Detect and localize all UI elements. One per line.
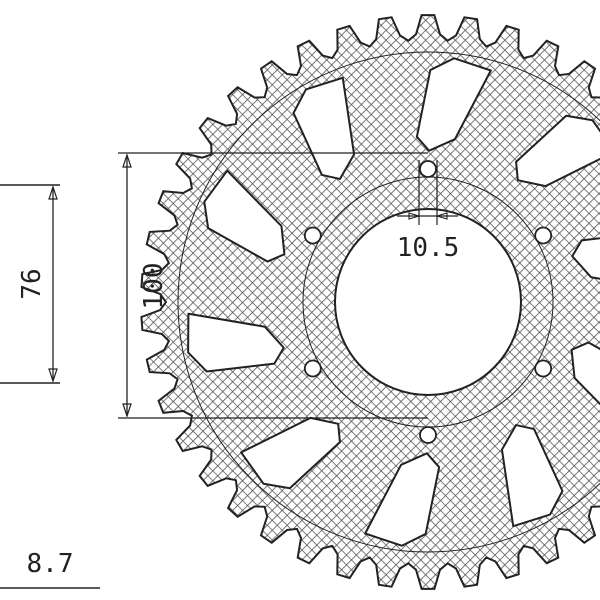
lightening-window	[415, 57, 492, 152]
bolt-hole	[534, 226, 553, 245]
dimension-100-label: 100	[139, 263, 169, 310]
bolt-hole	[534, 359, 553, 378]
bolt-hole	[303, 226, 322, 245]
bolt-hole	[303, 359, 322, 378]
lightening-window	[187, 312, 285, 373]
dimension-10-5-label: 10.5	[397, 233, 460, 263]
lightening-window	[240, 416, 341, 490]
lightening-window	[571, 231, 600, 292]
bolt-hole	[419, 426, 437, 444]
sprocket-body	[140, 14, 600, 590]
lightening-window	[570, 341, 600, 435]
lightening-window	[515, 114, 600, 188]
dimension-76-label: 76	[17, 268, 47, 299]
lightening-window	[203, 169, 286, 263]
lightening-window	[292, 76, 356, 180]
dimension-8-7: 8.7	[0, 549, 100, 589]
dimension-76: 76	[0, 184, 60, 384]
dimension-8-7-label: 8.7	[27, 549, 74, 579]
pitch-circle	[177, 51, 600, 553]
lightening-window	[364, 452, 441, 547]
dimension-100: 100	[118, 152, 428, 419]
bolt-hole	[419, 160, 437, 178]
dimension-10-5: 10.5	[397, 160, 460, 263]
lightening-window	[500, 424, 564, 528]
